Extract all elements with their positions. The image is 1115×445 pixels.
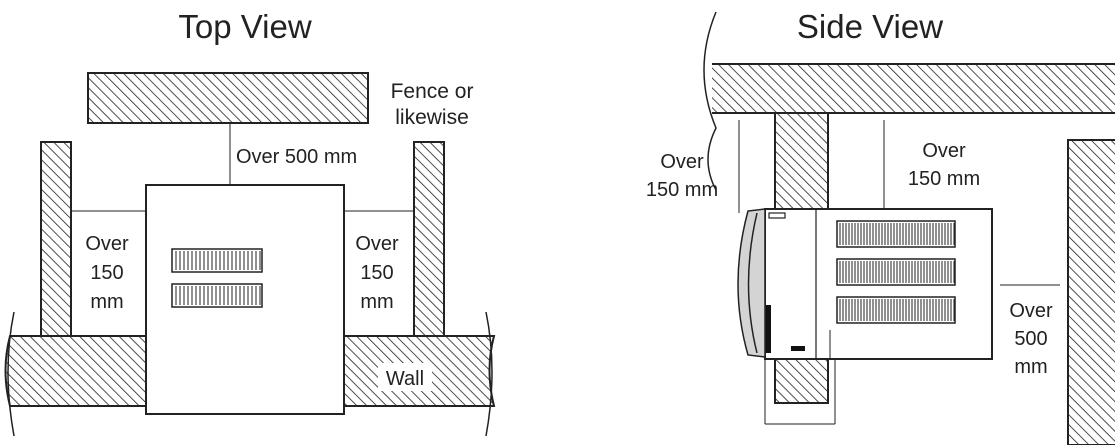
top-view-title: Top View (178, 8, 311, 45)
side-right-clearance-line1: Over (922, 140, 966, 162)
left-clearance-line2: 150 (90, 262, 123, 284)
top-view: Top View Fence or likewise Over 500 mm O… (4, 8, 496, 437)
right-clearance-line1: Over (355, 233, 399, 255)
side-vent (836, 220, 956, 324)
right-clearance-line2: 150 (360, 262, 393, 284)
front-clearance-label: Over 500 mm (236, 146, 357, 168)
bottom-wall (4, 335, 496, 407)
side-left-clearance-line2: 150 mm (646, 179, 718, 201)
ceiling (712, 64, 1115, 113)
unit-front-curve (747, 212, 758, 354)
side-view: Side View Over 150 mm (646, 8, 1115, 445)
unit-indicator (791, 346, 805, 351)
left-clearance-line3: mm (90, 291, 123, 313)
side-left-clearance-line1: Over (660, 151, 704, 173)
right-wall (1067, 139, 1115, 445)
rear-clearance-line2: 500 (1014, 328, 1047, 350)
right-clearance-line3: mm (360, 291, 393, 313)
left-clearance-line1: Over (85, 233, 129, 255)
unit-top-slot (768, 212, 786, 219)
rear-clearance-line1: Over (1009, 300, 1053, 322)
fence (87, 72, 369, 124)
left-side-wall (40, 141, 72, 337)
side-right-clearance-line2: 150 mm (908, 168, 980, 190)
fence-label-line1: Fence or (391, 80, 474, 103)
wall-break-left (7, 311, 15, 437)
unit-front-panel (737, 208, 766, 358)
wall-label: Wall (386, 368, 424, 390)
side-view-title: Side View (797, 8, 943, 45)
right-side-wall (413, 141, 445, 337)
fence-label-line2: likewise (395, 106, 469, 129)
wall-label-bg (378, 363, 432, 391)
unit-drain (766, 305, 771, 353)
unit-vent (171, 248, 263, 308)
rear-clearance-line3: mm (1014, 356, 1047, 378)
wall-break-right (485, 311, 493, 437)
ceiling-break (703, 11, 717, 191)
